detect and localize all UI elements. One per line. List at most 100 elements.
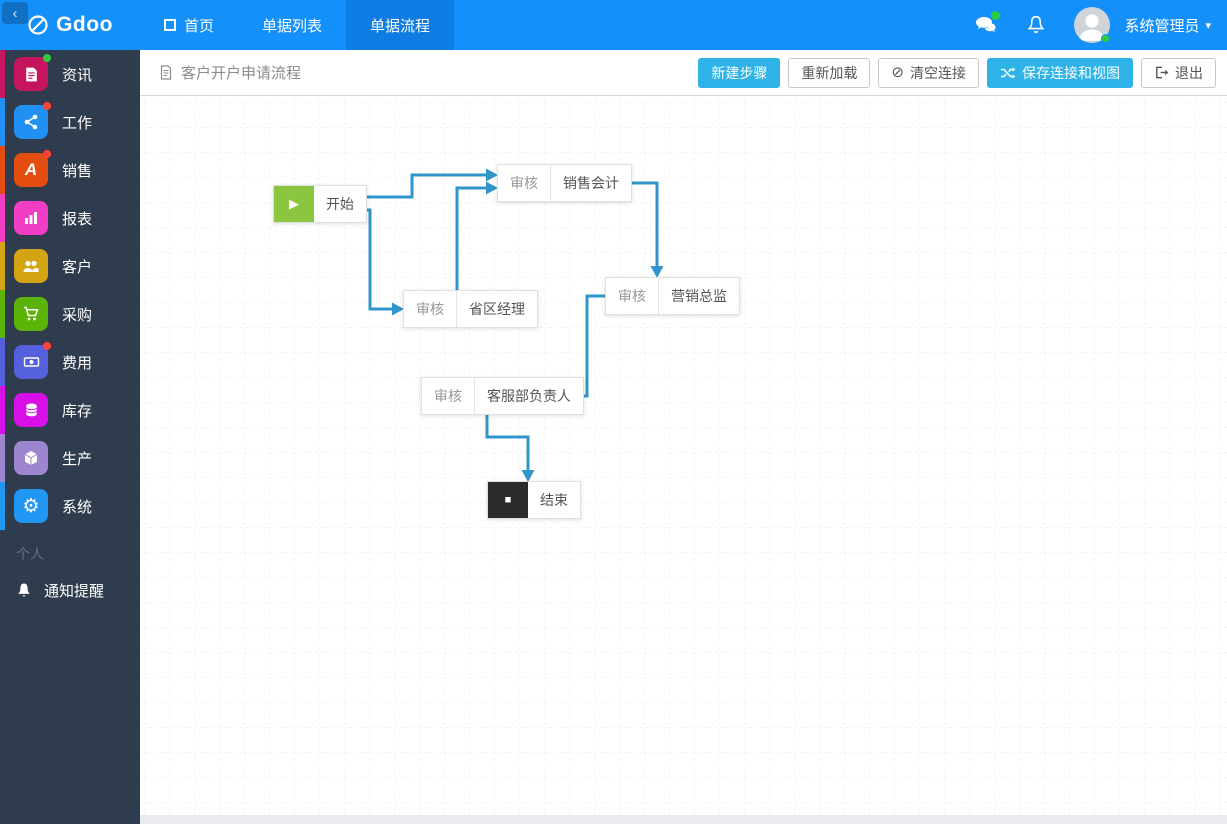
online-status-dot [1101, 34, 1111, 43]
flow-canvas[interactable]: ▶ 开始 审核 销售会计 审核 省区经理 审核 营销总监 审核 客服部负责人 ■… [140, 96, 1227, 815]
news-strip [0, 50, 5, 98]
edge-service-manager-to-end[interactable] [485, 415, 530, 470]
sales-strip [0, 146, 5, 194]
sign-out-icon [1156, 66, 1169, 79]
node-province-manager-label: 省区经理 [469, 301, 525, 317]
cube-icon [14, 441, 48, 475]
home-icon [164, 19, 176, 31]
bar-chart-icon [14, 201, 48, 235]
node-audit-tag: 审核 [498, 165, 551, 201]
work-strip [0, 98, 5, 146]
reports-strip [0, 194, 5, 242]
sidebar-item-news[interactable]: 资讯 [0, 50, 140, 98]
work-badge [43, 102, 51, 110]
node-service-manager[interactable]: 审核 客服部负责人 [421, 377, 584, 415]
save-connections-view-button[interactable]: 保存连接和视图 [987, 57, 1133, 88]
navbar-right: 系统管理员 ▾ [974, 0, 1227, 50]
gdoo-logo-icon [28, 15, 48, 35]
play-icon: ▶ [274, 186, 314, 222]
expenses-badge [43, 342, 51, 350]
sidebar-item-production[interactable]: 生产 [0, 434, 140, 482]
tab-document-list[interactable]: 单据列表 [238, 0, 346, 50]
stop-icon: ■ [488, 482, 528, 518]
notifications-icon[interactable] [1024, 13, 1048, 37]
node-sales-accountant[interactable]: 审核 销售会计 [497, 164, 632, 202]
sales-badge [43, 150, 51, 158]
tab-document-flow[interactable]: 单据流程 [346, 0, 455, 50]
news-badge [43, 54, 51, 62]
purchase-strip [0, 290, 5, 338]
new-step-button[interactable]: 新建步骤 [698, 57, 781, 88]
node-service-manager-label: 客服部负责人 [487, 388, 571, 404]
sales-a-icon: A [14, 150, 51, 187]
chevron-left-icon: ‹ [12, 4, 18, 22]
user-name-label: 系统管理员 [1124, 17, 1200, 35]
brand-logo[interactable]: Gdoo [0, 0, 140, 50]
database-icon [14, 393, 48, 427]
system-strip [0, 482, 5, 530]
messages-badge [991, 11, 1001, 20]
brand-text: Gdoo [56, 13, 113, 36]
sidebar: 资讯 工作 A 销售 报表 客户 采购 [0, 50, 140, 824]
node-marketing-director[interactable]: 审核 营销总监 [605, 277, 740, 315]
node-sales-accountant-label: 销售会计 [563, 175, 619, 191]
sidebar-collapse-button[interactable]: ‹ [2, 2, 28, 24]
flow-toolbar: 客户开户申请流程 新建步骤 重新加载 ⊘ 清空连接 保存连接和视图 [140, 50, 1227, 96]
node-start-label: 开始 [326, 196, 354, 212]
shuffle-icon [1001, 67, 1016, 78]
sidebar-item-sales[interactable]: A 销售 [0, 146, 140, 194]
customers-strip [0, 242, 5, 290]
bell-icon [18, 583, 30, 597]
sidebar-section-personal: 个人 [16, 546, 44, 562]
exit-button[interactable]: 退出 [1141, 57, 1216, 88]
node-start[interactable]: ▶ 开始 [273, 185, 367, 223]
node-audit-tag: 审核 [606, 278, 659, 314]
page-title: 客户开户申请流程 [158, 62, 301, 83]
sidebar-item-customers[interactable]: 客户 [0, 242, 140, 290]
node-end[interactable]: ■ 结束 [487, 481, 581, 519]
node-audit-tag: 审核 [404, 291, 457, 327]
reload-button[interactable]: 重新加载 [788, 57, 871, 88]
sidebar-item-expenses[interactable]: 费用 [0, 338, 140, 386]
sidebar-item-inventory[interactable]: 库存 [0, 386, 140, 434]
edge-province-manager-to-sales-accountant[interactable] [455, 186, 486, 290]
toolbar-buttons: 新建步骤 重新加载 ⊘ 清空连接 保存连接和视图 退出 [698, 57, 1216, 88]
tab-document-list-label: 单据列表 [262, 17, 323, 35]
sidebar-item-work[interactable]: 工作 [0, 98, 140, 146]
money-icon [14, 342, 51, 379]
edge-start-to-province-manager[interactable] [357, 208, 392, 311]
tab-document-flow-label: 单据流程 [370, 17, 431, 35]
share-icon [14, 102, 51, 139]
inventory-strip [0, 386, 5, 434]
file-text-icon [160, 65, 172, 80]
node-end-label: 结束 [540, 492, 568, 508]
sidebar-item-notifications[interactable]: 通知提醒 [0, 570, 140, 610]
user-menu[interactable]: 系统管理员 ▾ [1124, 15, 1211, 36]
user-avatar[interactable] [1074, 7, 1111, 43]
clear-connections-button[interactable]: ⊘ 清空连接 [878, 57, 979, 88]
cart-icon [14, 297, 48, 331]
node-province-manager[interactable]: 审核 省区经理 [403, 290, 538, 328]
tab-home-label: 首页 [184, 17, 215, 35]
top-navbar: Gdoo 首页 单据列表 单据流程 [0, 0, 1227, 50]
production-strip [0, 434, 5, 482]
bell-icon [1027, 15, 1045, 34]
chat-bubbles-icon [976, 17, 996, 33]
edge-start-to-sales-accountant[interactable] [357, 173, 486, 199]
chevron-down-icon: ▾ [1205, 19, 1211, 32]
gear-icon: ⚙ [14, 489, 48, 523]
node-marketing-director-label: 营销总监 [671, 288, 727, 304]
sidebar-item-system[interactable]: ⚙ 系统 [0, 482, 140, 530]
main-nav-tabs: 首页 单据列表 单据流程 [140, 0, 455, 50]
notifications-label: 通知提醒 [44, 582, 105, 600]
ban-icon: ⊘ [891, 64, 904, 81]
node-audit-tag: 审核 [422, 378, 475, 414]
tab-home[interactable]: 首页 [140, 0, 238, 50]
news-icon [14, 54, 51, 91]
users-icon [14, 249, 48, 283]
sidebar-item-purchase[interactable]: 采购 [0, 290, 140, 338]
sidebar-item-reports[interactable]: 报表 [0, 194, 140, 242]
canvas-scrollbar-track[interactable] [140, 815, 1227, 824]
messages-icon[interactable] [974, 11, 1001, 37]
expenses-strip [0, 338, 5, 386]
